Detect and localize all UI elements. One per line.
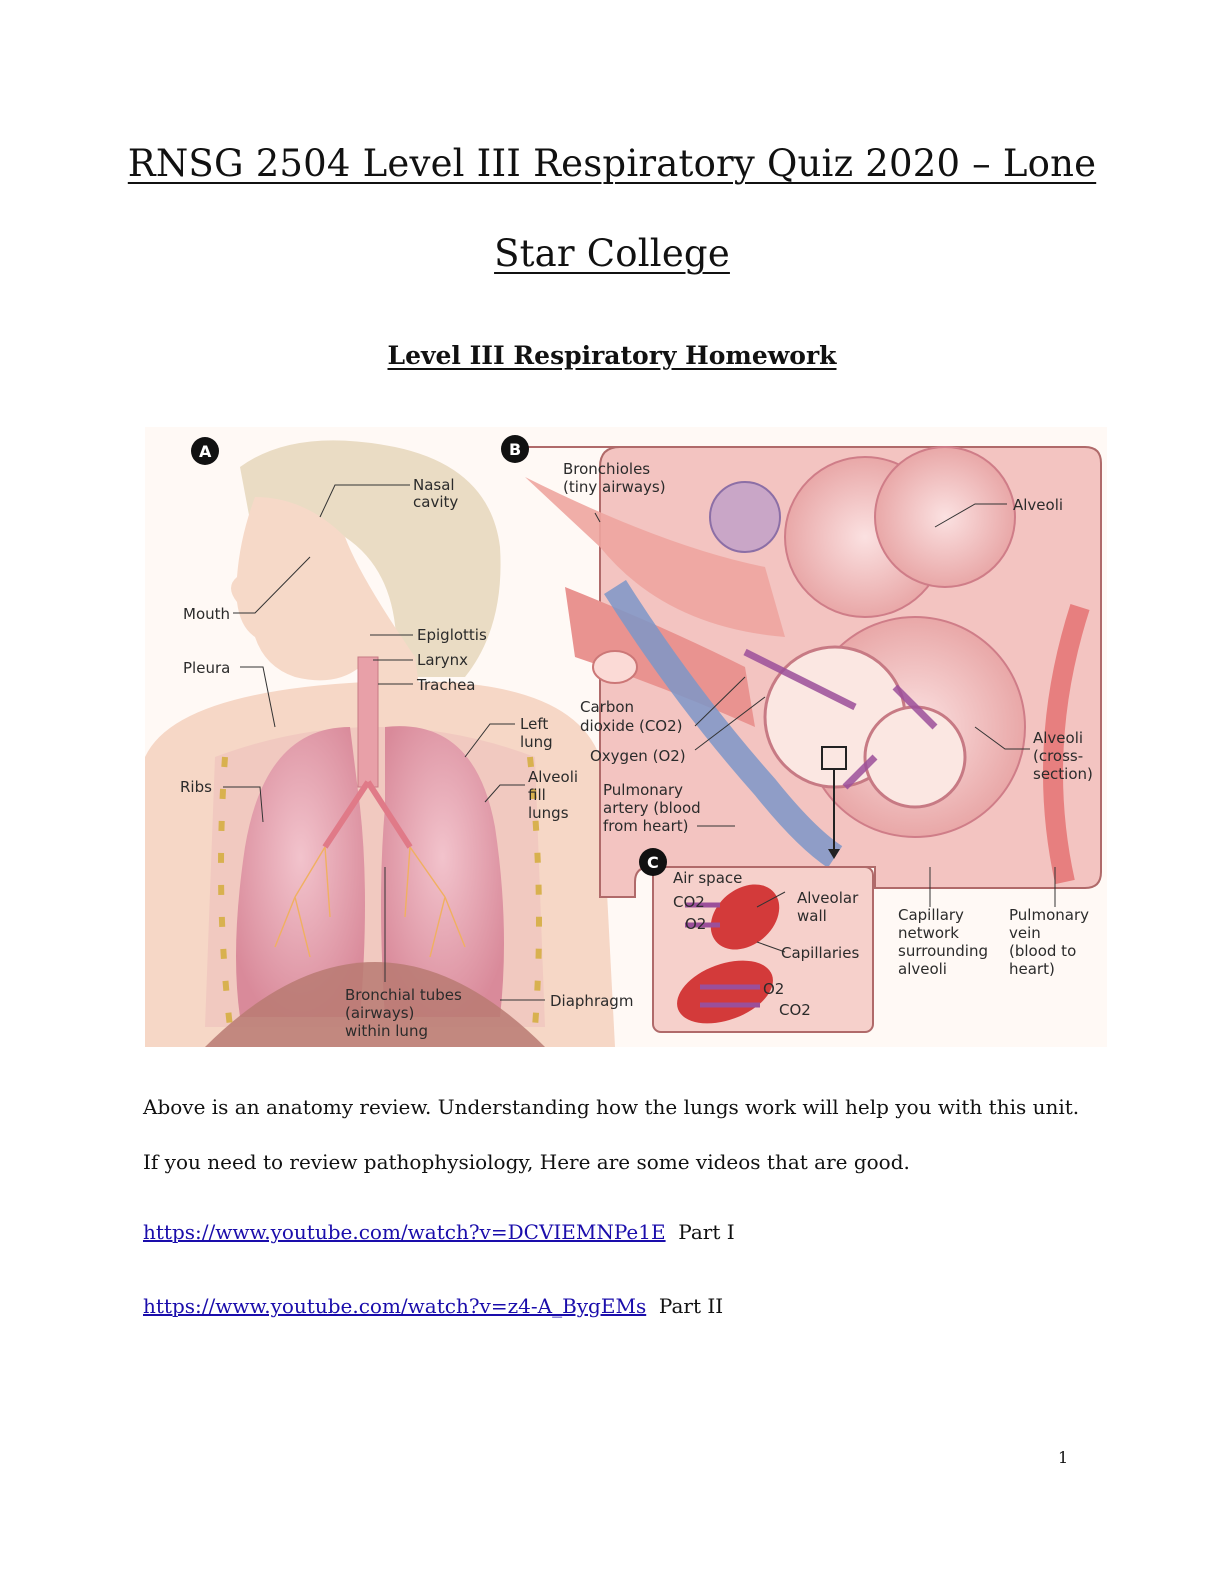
panel-b — [513, 446, 1102, 898]
svg-text:A: A — [199, 442, 212, 461]
label-pa-1: Pulmonary — [603, 781, 683, 799]
video-link-2-suffix: Part II — [658, 1294, 724, 1318]
respiratory-anatomy-illustration: A B C — [145, 427, 1107, 1047]
panel-a-badge: A — [191, 437, 219, 465]
label-mouth: Mouth — [183, 605, 230, 623]
label-bronchioles-2: (tiny airways) — [563, 478, 666, 496]
label-trachea: Trachea — [416, 676, 476, 694]
video-link-part-1[interactable]: https://www.youtube.com/watch?v=DCVIEMNP… — [143, 1220, 666, 1244]
label-oxygen: Oxygen (O2) — [590, 747, 686, 765]
label-pa-3: from heart) — [603, 817, 689, 835]
label-alveoli-cs-2: (cross- — [1033, 747, 1083, 765]
label-c-co2-bottom: CO2 — [779, 1001, 811, 1019]
label-alveolar-wall-1: Alveolar — [797, 889, 859, 907]
label-diaphragm: Diaphragm — [550, 992, 633, 1010]
label-lung: lung — [520, 733, 553, 751]
label-alveolar-wall-2: wall — [797, 907, 827, 925]
video-link-line-2: https://www.youtube.com/watch?v=z4-A_Byg… — [143, 1294, 723, 1318]
panel-a-figure — [145, 440, 615, 1047]
label-cavity: cavity — [413, 493, 458, 511]
label-capillary-2: network — [898, 924, 959, 942]
label-air-space: Air space — [673, 869, 742, 887]
label-bronchial-2: (airways) — [345, 1004, 414, 1022]
label-alveoli-cs-1: Alveoli — [1033, 729, 1083, 747]
label-carbon-1: Carbon — [580, 698, 634, 716]
document-title-line-1: RNSG 2504 Level III Respiratory Quiz 202… — [127, 142, 1097, 185]
leader-lines — [223, 484, 1056, 1001]
label-c-o2-bottom: O2 — [763, 980, 784, 998]
label-capillary-3: surrounding — [898, 942, 988, 960]
svg-text:C: C — [647, 853, 659, 872]
label-bronchial-1: Bronchial tubes — [345, 986, 462, 1004]
panel-b-badge: B — [501, 435, 529, 463]
label-capillaries: Capillaries — [781, 944, 859, 962]
document-title-line-2: Star College — [494, 232, 730, 275]
label-bronchial-3: within lung — [345, 1022, 428, 1040]
label-pv-3: (blood to — [1009, 942, 1076, 960]
label-pa-2: artery (blood — [603, 799, 701, 817]
label-pleura: Pleura — [183, 659, 230, 677]
label-bronchioles-1: Bronchioles — [563, 460, 650, 478]
label-alveoli-cs-3: section) — [1033, 765, 1093, 783]
label-epiglottis: Epiglottis — [417, 626, 487, 644]
label-c-o2: O2 — [685, 915, 706, 933]
label-ribs: Ribs — [180, 778, 212, 796]
document-subtitle: Level III Respiratory Homework — [387, 341, 837, 370]
svg-text:B: B — [509, 440, 521, 459]
label-nasal: Nasal — [413, 476, 455, 494]
label-capillary-4: alveoli — [898, 960, 947, 978]
panel-c — [652, 866, 874, 1033]
video-link-line-1: https://www.youtube.com/watch?v=DCVIEMNP… — [143, 1220, 735, 1244]
page-number: 1 — [1058, 1448, 1069, 1467]
label-pv-4: heart) — [1009, 960, 1055, 978]
label-capillary-1: Capillary — [898, 906, 964, 924]
label-pv-2: vein — [1009, 924, 1041, 942]
label-carbon-2: dioxide (CO2) — [580, 717, 683, 735]
label-larynx: Larynx — [417, 651, 468, 669]
panel-c-badge: C — [639, 848, 667, 876]
label-pv-1: Pulmonary — [1009, 906, 1089, 924]
label-left: Left — [520, 715, 548, 733]
intro-paragraph: Above is an anatomy review. Understandin… — [143, 1095, 1080, 1174]
label-alveoli-fill: Alveoli — [528, 768, 578, 786]
label-lungs: lungs — [528, 804, 569, 822]
label-alveoli-top: Alveoli — [1013, 496, 1063, 514]
video-link-1-suffix: Part I — [678, 1220, 735, 1244]
label-c-co2: CO2 — [673, 893, 705, 911]
label-fill: fill — [528, 786, 546, 804]
video-link-part-2[interactable]: https://www.youtube.com/watch?v=z4-A_Byg… — [143, 1294, 647, 1318]
